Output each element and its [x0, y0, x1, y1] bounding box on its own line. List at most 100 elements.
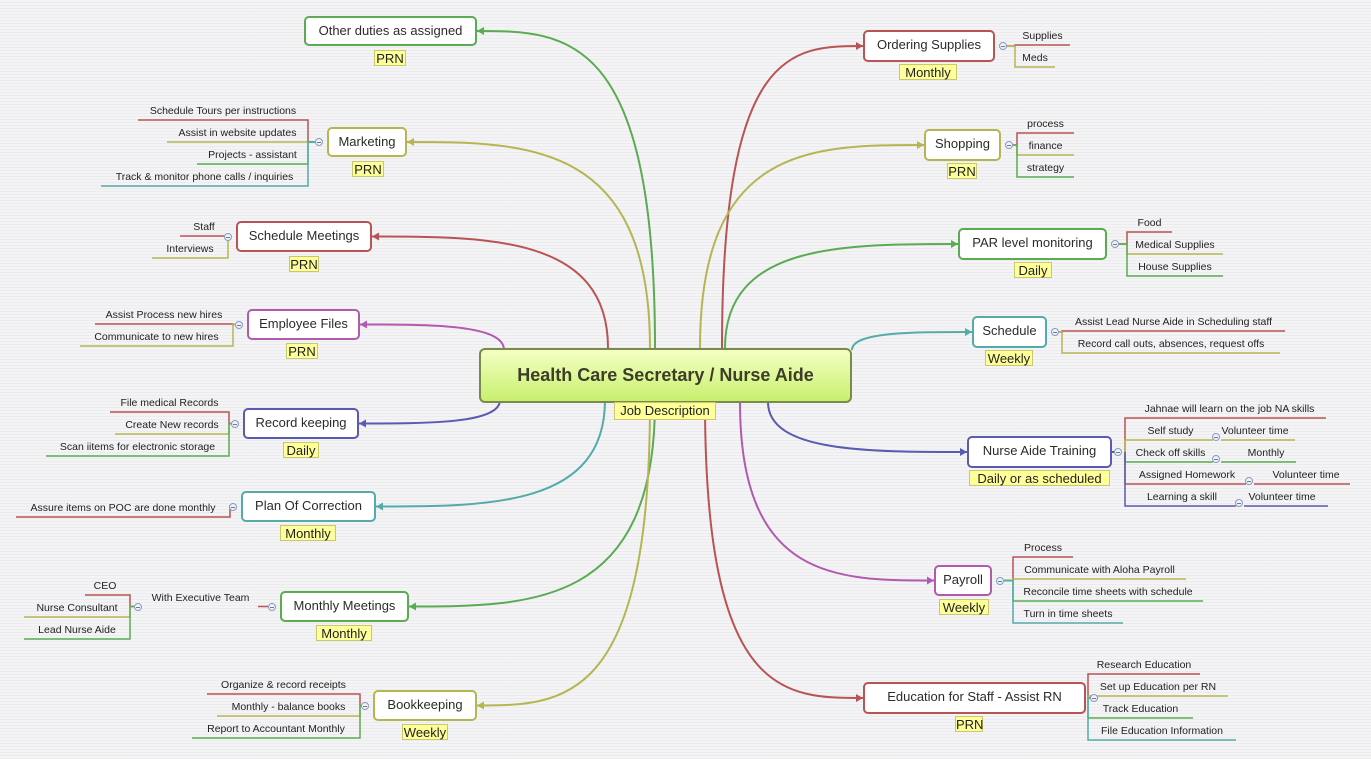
nurse-aide-training-leaf[interactable]: Assigned Homework — [1138, 469, 1236, 481]
payroll-leaf[interactable]: Turn in time sheets — [1023, 608, 1113, 620]
topic-shopping[interactable]: Shopping — [924, 129, 1001, 161]
topic-payroll[interactable]: Payroll — [934, 565, 992, 596]
topic-schedule-tag: Weekly — [985, 350, 1033, 366]
shopping-collapse-icon[interactable] — [1005, 141, 1013, 149]
nurse-aide-training-sub-collapse-icon[interactable] — [1212, 455, 1220, 463]
nurse-aide-training-sub-collapse-icon[interactable] — [1235, 499, 1243, 507]
topic-nurse-aide-training[interactable]: Nurse Aide Training — [967, 436, 1112, 468]
nurse-aide-training-sub-collapse-icon[interactable] — [1212, 433, 1220, 441]
shopping-leaf[interactable]: process — [1027, 118, 1064, 130]
schedule-meetings-leaf[interactable]: Interviews — [166, 243, 214, 255]
nurse-aide-training-leaf[interactable]: Learning a skill — [1146, 491, 1218, 503]
par-level-leaf[interactable]: Food — [1137, 217, 1162, 229]
employee-files-leaf[interactable]: Assist Process new hires — [105, 309, 223, 321]
record-keeping-leaf[interactable]: Create New records — [125, 419, 219, 431]
monthly-meetings-leaf[interactable]: Lead Nurse Aide — [38, 624, 116, 636]
nurse-aide-training-leaf[interactable]: Jahnae will learn on the job NA skills — [1144, 403, 1315, 415]
topic-bookkeeping[interactable]: Bookkeeping — [373, 690, 477, 721]
monthly-meetings-sub-collapse-icon[interactable] — [134, 602, 142, 611]
central-topic[interactable]: Health Care Secretary / Nurse Aide — [479, 348, 852, 403]
nurse-aide-training-sub-collapse-icon[interactable] — [1245, 477, 1253, 485]
record-keeping-leaf[interactable]: File medical Records — [120, 397, 219, 409]
shopping-leaf[interactable]: finance — [1028, 140, 1063, 152]
record-keeping-arrowhead — [359, 419, 366, 428]
topic-plan-of-correction[interactable]: Plan Of Correction — [241, 491, 376, 522]
shopping-leaf[interactable]: strategy — [1026, 162, 1065, 174]
topic-other-duties[interactable]: Other duties as assigned — [304, 16, 477, 46]
nurse-aide-training-leaf[interactable]: Self study — [1147, 425, 1194, 437]
other-duties-arrowhead — [477, 27, 484, 35]
schedule-collapse-icon[interactable] — [1051, 328, 1059, 336]
topic-par-level-tag: Daily — [1014, 262, 1052, 278]
bookkeeping-leaf-line — [192, 704, 361, 739]
marketing-leaf[interactable]: Schedule Tours per instructions — [149, 105, 297, 117]
plan-of-correction-collapse-icon[interactable] — [229, 502, 237, 511]
bookkeeping-collapse-icon[interactable] — [361, 701, 369, 710]
employee-files-arrowhead — [360, 320, 367, 329]
nurse-aide-training-collapse-icon[interactable] — [1114, 448, 1122, 456]
monthly-meetings-leaf[interactable]: CEO — [93, 580, 117, 592]
nurse-aide-training-sub-leaf[interactable]: Monthly — [1247, 447, 1285, 459]
ordering-supplies-leaf[interactable]: Meds — [1022, 52, 1048, 64]
education-connector — [704, 401, 864, 699]
topic-record-keeping[interactable]: Record keeping — [243, 408, 359, 439]
marketing-collapse-icon[interactable] — [315, 138, 323, 146]
plan-of-correction-leaf[interactable]: Assure items on POC are done monthly — [30, 502, 216, 514]
education-leaf[interactable]: File Education Information — [1101, 725, 1223, 737]
topic-schedule-meetings-tag: PRN — [289, 256, 319, 272]
bookkeeping-leaf[interactable]: Organize & record receipts — [221, 679, 346, 691]
payroll-leaf-line — [1004, 579, 1123, 624]
monthly-meetings-connector — [408, 401, 656, 608]
topic-par-level[interactable]: PAR level monitoring — [958, 228, 1107, 260]
topic-other-duties-tag: PRN — [374, 50, 406, 66]
topic-ordering-supplies[interactable]: Ordering Supplies — [863, 30, 995, 62]
employee-files-leaf[interactable]: Communicate to new hires — [94, 331, 219, 343]
ordering-supplies-leaf[interactable]: Supplies — [1022, 30, 1063, 42]
par-level-collapse-icon[interactable] — [1111, 240, 1119, 248]
topic-marketing[interactable]: Marketing — [327, 127, 407, 157]
payroll-leaf[interactable]: Reconcile time sheets with schedule — [1023, 586, 1193, 598]
payroll-collapse-icon[interactable] — [996, 576, 1004, 585]
par-level-connector — [724, 243, 959, 349]
marketing-leaf[interactable]: Assist in website updates — [178, 127, 297, 139]
nurse-aide-training-leaf-line — [1124, 439, 1213, 452]
topic-monthly-meetings[interactable]: Monthly Meetings — [280, 591, 409, 622]
schedule-meetings-leaf[interactable]: Staff — [193, 221, 215, 233]
topic-employee-files[interactable]: Employee Files — [247, 309, 360, 340]
record-keeping-leaf-line — [46, 422, 231, 457]
monthly-meetings-collapse-icon[interactable] — [268, 602, 276, 611]
bookkeeping-leaf[interactable]: Monthly - balance books — [231, 701, 346, 713]
record-keeping-leaf[interactable]: Scan iitems for electronic storage — [59, 441, 216, 453]
marketing-leaf[interactable]: Projects - assistant — [208, 149, 297, 161]
marketing-leaf-line — [101, 141, 315, 187]
education-collapse-icon[interactable] — [1090, 694, 1098, 702]
schedule-leaf[interactable]: Record call outs, absences, request offs — [1077, 338, 1265, 350]
topic-record-keeping-tag: Daily — [283, 442, 319, 458]
nurse-aide-training-sub-leaf[interactable]: Volunteer time — [1272, 469, 1340, 481]
ordering-supplies-collapse-icon[interactable] — [999, 42, 1007, 50]
record-keeping-collapse-icon[interactable] — [231, 419, 239, 428]
marketing-leaf[interactable]: Track & monitor phone calls / inquiries — [115, 171, 294, 183]
nurse-aide-training-leaf[interactable]: Check off skills — [1135, 447, 1206, 459]
topic-schedule[interactable]: Schedule — [972, 316, 1047, 348]
education-leaf[interactable]: Research Education — [1096, 659, 1192, 671]
topic-schedule-meetings[interactable]: Schedule Meetings — [236, 221, 372, 252]
schedule-leaf[interactable]: Assist Lead Nurse Aide in Scheduling sta… — [1074, 316, 1273, 328]
nurse-aide-training-sub-leaf[interactable]: Volunteer time — [1221, 425, 1289, 437]
par-level-leaf[interactable]: House Supplies — [1138, 261, 1212, 273]
par-level-leaf[interactable]: Medical Supplies — [1135, 239, 1215, 251]
schedule-connector — [851, 331, 973, 351]
monthly-meetings-sub-leaf[interactable]: With Executive Team — [151, 591, 250, 604]
nurse-aide-training-sub-leaf[interactable]: Volunteer time — [1248, 491, 1316, 503]
schedule-meetings-collapse-icon[interactable] — [224, 232, 232, 241]
plan-of-correction-arrowhead — [376, 502, 383, 511]
payroll-leaf[interactable]: Communicate with Aloha Payroll — [1024, 564, 1175, 576]
topic-education[interactable]: Education for Staff - Assist RN — [863, 682, 1086, 714]
education-leaf[interactable]: Set up Education per RN — [1099, 681, 1217, 693]
education-leaf[interactable]: Track Education — [1102, 703, 1179, 715]
employee-files-collapse-icon[interactable] — [235, 320, 243, 329]
payroll-leaf[interactable]: Process — [1024, 542, 1062, 554]
bookkeeping-leaf[interactable]: Report to Accountant Monthly — [207, 723, 345, 735]
payroll-arrowhead — [927, 576, 934, 585]
monthly-meetings-leaf[interactable]: Nurse Consultant — [36, 602, 118, 614]
